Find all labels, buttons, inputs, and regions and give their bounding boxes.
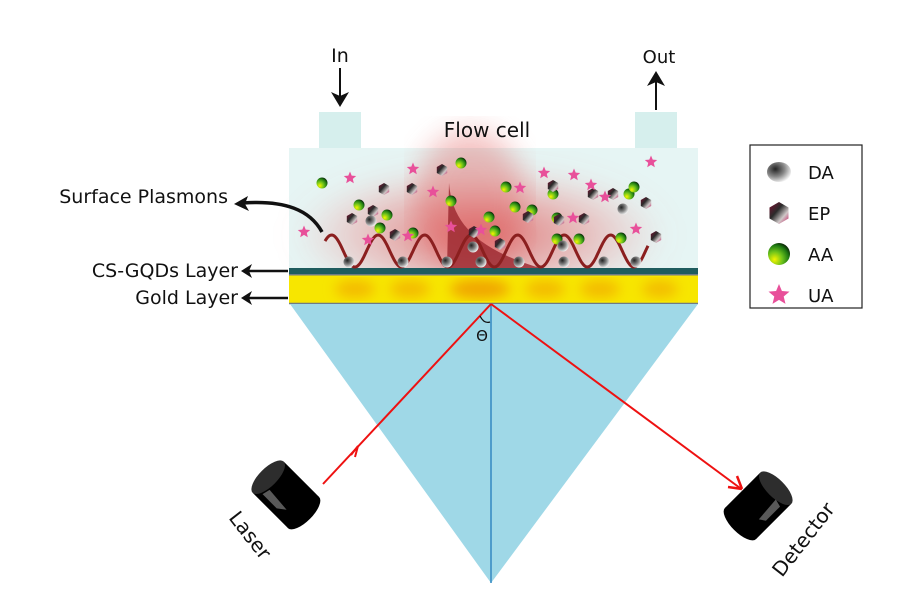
flow-cell-label: Flow cell [444,118,530,142]
gold-layer-label: Gold Layer [135,287,238,309]
ep-icon [769,202,789,224]
outlet-label: Out [643,47,676,68]
reflected-beam [490,303,741,489]
da-particle [343,256,355,268]
surface-plasmons-arrowhead [234,196,249,211]
legend-box [749,144,863,309]
da-particle [558,256,570,268]
ua-icon [768,284,790,304]
aa-particle [455,157,467,169]
da-particle [365,215,377,227]
legend: DA EP AA UA [767,162,835,307]
laser-source-icon [251,460,321,530]
legend-item-da: DA [767,162,835,184]
aa-particle [316,177,328,189]
da-particle [513,256,525,268]
cs-gqds-label: CS-GQDs Layer [92,260,238,282]
aa-particle [547,188,559,200]
ep-particle [389,229,401,241]
detector-icon [723,471,793,541]
ep-particle [650,231,662,243]
da-particle [397,256,409,268]
aa-particle [445,195,457,207]
cs-gqds-layer [289,268,698,275]
ep-particle [494,238,506,250]
gold-layer-arrow-icon [241,291,288,305]
ua-particle [401,229,415,242]
aa-particle [615,232,627,244]
cs-gqds-edge [289,274,698,276]
aa-particle [483,211,495,223]
ep-particle [607,188,619,200]
da-particle [617,203,629,215]
legend-item-aa: AA [768,243,834,266]
gold-hotspots [335,279,678,299]
angle-arc [479,315,491,324]
aa-particle [489,225,501,237]
legend-label: DA [808,163,835,184]
ep-particle [378,183,390,195]
ua-particle [598,190,612,203]
cs-gqds-arrow-icon [241,264,288,278]
aa-particle [353,199,365,211]
aa-particle [628,181,640,193]
aa-particle [509,201,521,213]
ep-particle [436,164,448,176]
inlet-port [319,112,361,148]
legend-label: EP [808,204,830,225]
inlet-label: In [331,45,349,67]
aa-particle [573,233,585,245]
da-particle [598,256,610,268]
ua-particle [406,162,420,175]
ua-particle [444,220,458,233]
inlet-arrow-icon [331,68,349,107]
aa-icon [768,243,790,265]
ep-particle [640,197,652,209]
outlet-arrow-icon [647,71,665,110]
ep-particle [522,211,534,223]
da-particle [475,256,487,268]
ua-particle [474,223,488,236]
ua-particle [537,166,551,179]
legend-label: AA [808,245,834,266]
ep-particle [346,213,358,225]
da-particle [557,240,569,252]
ua-particle [566,211,580,224]
prism [290,304,698,583]
ua-particle [297,225,311,238]
da-particle [630,256,642,268]
analyte-particles [297,155,662,268]
aa-particle [381,209,393,221]
ep-particle [553,214,565,226]
da-particle [441,256,453,268]
reflected-beam-arrow-icon [727,475,744,491]
outlet-port [635,112,677,148]
ua-particle [513,181,527,194]
da-particle [467,241,479,253]
ua-particle [629,222,643,235]
incident-beam-arrow-icon [350,445,359,458]
ua-particle [644,155,658,168]
ua-particle [361,233,375,246]
surface-plasmons-label: Surface Plasmons [59,186,228,208]
ep-particle [547,180,559,192]
aa-particle [500,181,512,193]
ep-particle [406,183,418,195]
surface-plasmons-arrow-icon [242,200,324,233]
legend-label: UA [808,286,834,307]
ua-particle [343,171,357,184]
surface-plasmon-wave [323,233,650,269]
legend-item-ua: UA [768,284,834,307]
ua-particle [584,178,598,191]
da-icon [767,162,791,182]
theta-label: Θ [476,327,488,345]
ua-particle [426,185,440,198]
legend-item-ep: EP [769,202,830,225]
ep-particle [367,205,379,217]
aa-particle [374,222,386,234]
laser-label: Laser [224,506,277,564]
ep-particle [578,213,590,225]
ep-particle [587,188,599,200]
ua-particle [567,168,581,181]
